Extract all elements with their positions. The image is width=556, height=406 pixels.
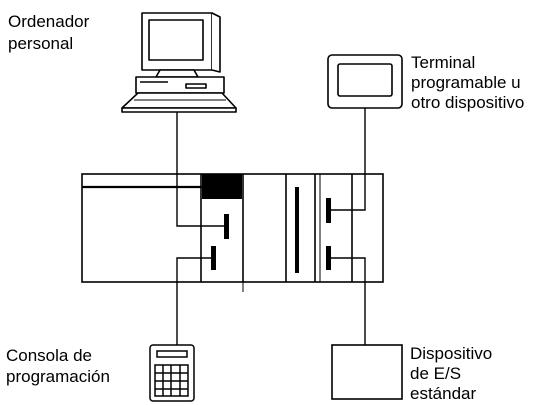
programming-console-icon (149, 344, 195, 402)
io-device-label-line3: estándar (410, 384, 476, 403)
personal-computer-icon (121, 12, 237, 113)
terminal-cable (331, 108, 366, 211)
terminal-label-line1: Terminal (411, 53, 475, 72)
rs232c-port-marker (211, 246, 216, 270)
pc-cable (176, 112, 224, 227)
io-device-label-line2: de E/S (410, 364, 461, 383)
io-port-marker-lower (326, 246, 331, 270)
plc-rack (81, 173, 384, 292)
console-cable (176, 257, 211, 345)
io-device-label-line1: Dispositivo (410, 344, 492, 363)
io-unit-slot-bar (295, 187, 299, 273)
terminal-label-line2: programable u (411, 73, 521, 92)
terminal-label-line3: otro dispositivo (411, 93, 524, 112)
cpu-status-block (202, 174, 242, 199)
programmable-terminal-icon (327, 54, 403, 109)
peripheral-port-marker (224, 214, 229, 239)
pc-label-line1: Ordenador (8, 12, 90, 31)
pc-label-line2: personal (8, 34, 73, 53)
io-device-cable (331, 257, 366, 345)
console-label-line2: programación (6, 367, 110, 386)
standard-io-device-icon (331, 344, 403, 400)
console-label-line1: Consola de (6, 346, 92, 365)
connection-cables (176, 108, 366, 345)
io-port-marker-upper (326, 198, 331, 223)
